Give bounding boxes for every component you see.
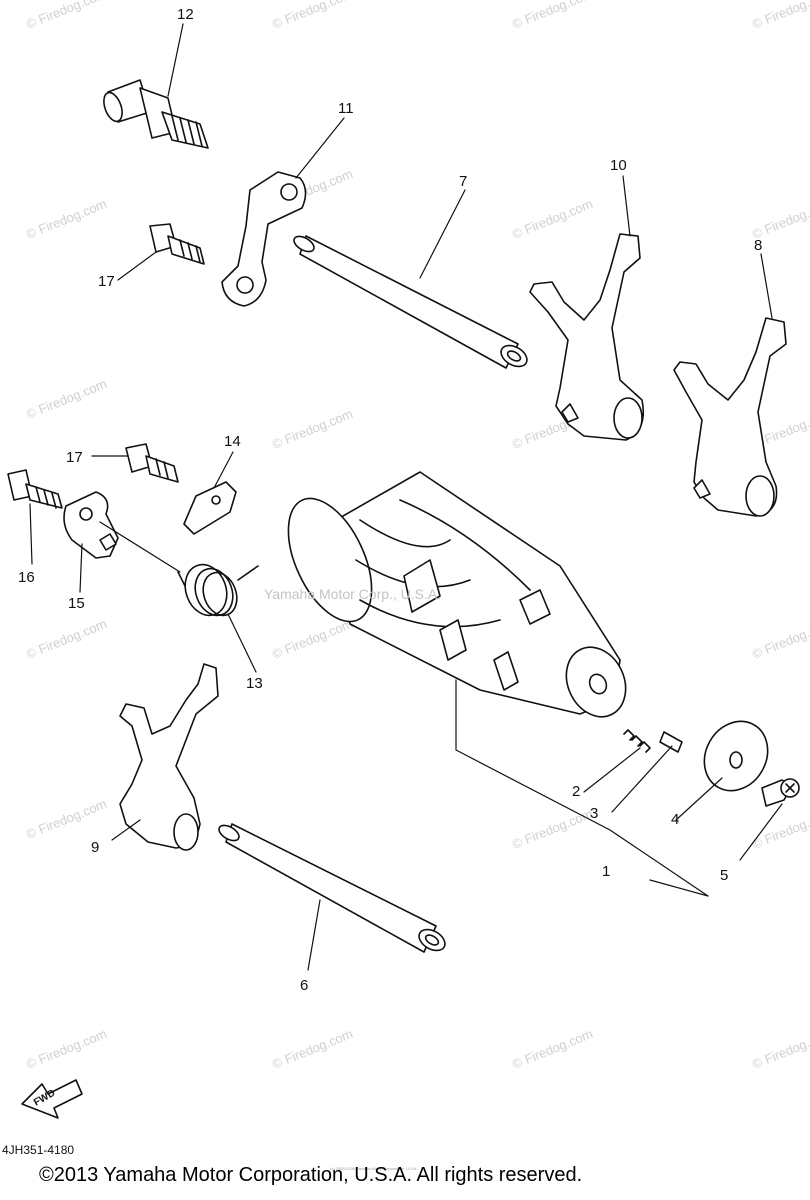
callout-8: 8	[754, 237, 762, 254]
part-8-shift-fork[interactable]	[673, 317, 787, 517]
callout-5: 5	[720, 867, 728, 884]
part-17-bolt-upper[interactable]	[149, 223, 205, 265]
part-11-stopper-lever[interactable]	[221, 171, 307, 307]
part-7-guide-bar-upper[interactable]	[291, 233, 530, 370]
part-15-shift-lever[interactable]	[63, 491, 119, 559]
part-9-shift-fork[interactable]	[119, 663, 219, 851]
callout-numbers: 12 11 7 10 8 17 14 17 16 15 13 9 6 2 3 4…	[18, 6, 762, 1109]
leader-lines	[29, 23, 783, 971]
part-3-pin[interactable]	[659, 731, 683, 753]
callout-4: 4	[671, 811, 679, 828]
callout-10: 10	[610, 157, 627, 174]
callout-11: 11	[338, 100, 354, 117]
callout-12: 12	[177, 6, 194, 23]
part-6-guide-bar-lower[interactable]	[216, 822, 448, 954]
callout-17-upper: 17	[98, 273, 115, 290]
part-4-segment-plate[interactable]	[692, 710, 780, 802]
part-5-screw[interactable]	[761, 778, 800, 807]
callout-17-middle: 17	[66, 449, 83, 466]
callout-9: 9	[91, 839, 99, 856]
callout-3: 3	[590, 805, 598, 822]
callout-1: 1	[602, 863, 610, 880]
part-1-shift-drum[interactable]	[271, 471, 636, 726]
callout-7: 7	[459, 173, 467, 190]
part-2-spring[interactable]	[623, 729, 651, 753]
part-13-torsion-spring[interactable]	[177, 559, 259, 622]
callout-15: 15	[68, 595, 85, 612]
center-watermark: Yamaha Motor Corp., U.S.A.	[264, 586, 442, 602]
part-17-bolt-middle[interactable]	[125, 443, 179, 483]
part-14-plate[interactable]	[183, 481, 237, 535]
diagram-part-code: 4JH351-4180	[2, 1143, 75, 1157]
callout-13: 13	[246, 675, 263, 692]
part-10-shift-fork[interactable]	[529, 233, 645, 441]
callout-6: 6	[300, 977, 308, 994]
callout-16: 16	[18, 569, 35, 586]
part-12-stud-bolt[interactable]	[100, 79, 209, 149]
fwd-arrow-icon	[21, 1079, 83, 1119]
callout-2: 2	[572, 783, 580, 800]
callout-14: 14	[224, 433, 241, 450]
part-16-bolt[interactable]	[7, 469, 63, 509]
copyright-notice: ©2013 Yamaha Motor Corporation, U.S.A. A…	[39, 1164, 583, 1186]
tiny-copyright-note: (c) 2005-2006 Yamaha Motor Corporation, …	[330, 1166, 418, 1171]
